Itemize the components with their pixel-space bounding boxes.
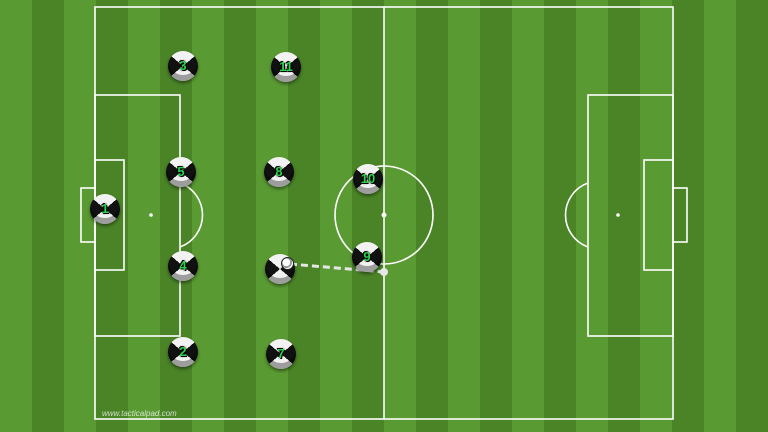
grass-stripe [352,0,385,432]
grass-stripe [192,0,225,432]
grass-stripe [128,0,161,432]
grass-stripe [224,0,257,432]
left-penalty-arc [179,182,204,248]
player-number: 5 [177,164,185,179]
player-10[interactable]: 10 [353,164,383,194]
player-number: 3 [179,58,187,73]
grass-stripe [448,0,481,432]
player-11[interactable]: 11 [271,52,301,82]
grass-stripe [512,0,545,432]
player-number: 2 [179,344,187,359]
center-spot [381,212,387,218]
player-number: 4 [179,258,187,273]
grass-stripe [608,0,641,432]
pass-end-marker [380,268,388,276]
player-5[interactable]: 5 [166,157,196,187]
right-penalty-spot [616,213,620,217]
player-8[interactable]: 8 [264,157,294,187]
player-1[interactable]: 1 [90,194,120,224]
player-number: 8 [275,164,283,179]
grass-stripe [736,0,768,432]
grass-stripe [480,0,513,432]
right-penalty-arc [564,182,589,248]
player-number: 1 [101,201,109,216]
player-9[interactable]: 9 [352,242,382,272]
grass-stripe [704,0,737,432]
grass-stripe [672,0,705,432]
right-goal [672,187,688,243]
ball-icon[interactable] [281,257,294,270]
center-circle [334,165,434,265]
grass-stripe [320,0,353,432]
player-number: 10 [360,171,376,186]
grass-stripe [384,0,417,432]
player-number: 11 [279,59,293,74]
player-7[interactable]: 7 [266,339,296,369]
grass-stripe [544,0,577,432]
grass-stripe [0,0,33,432]
player-number: 7 [277,346,285,361]
left-penalty-spot [149,213,153,217]
grass-stripe [32,0,65,432]
player-2[interactable]: 2 [168,337,198,367]
grass-stripe [640,0,673,432]
watermark: www.tacticalpad.com [102,409,177,418]
player-number: 9 [363,249,371,264]
grass-stripe [576,0,609,432]
player-3[interactable]: 3 [168,51,198,81]
player-4[interactable]: 4 [168,251,198,281]
